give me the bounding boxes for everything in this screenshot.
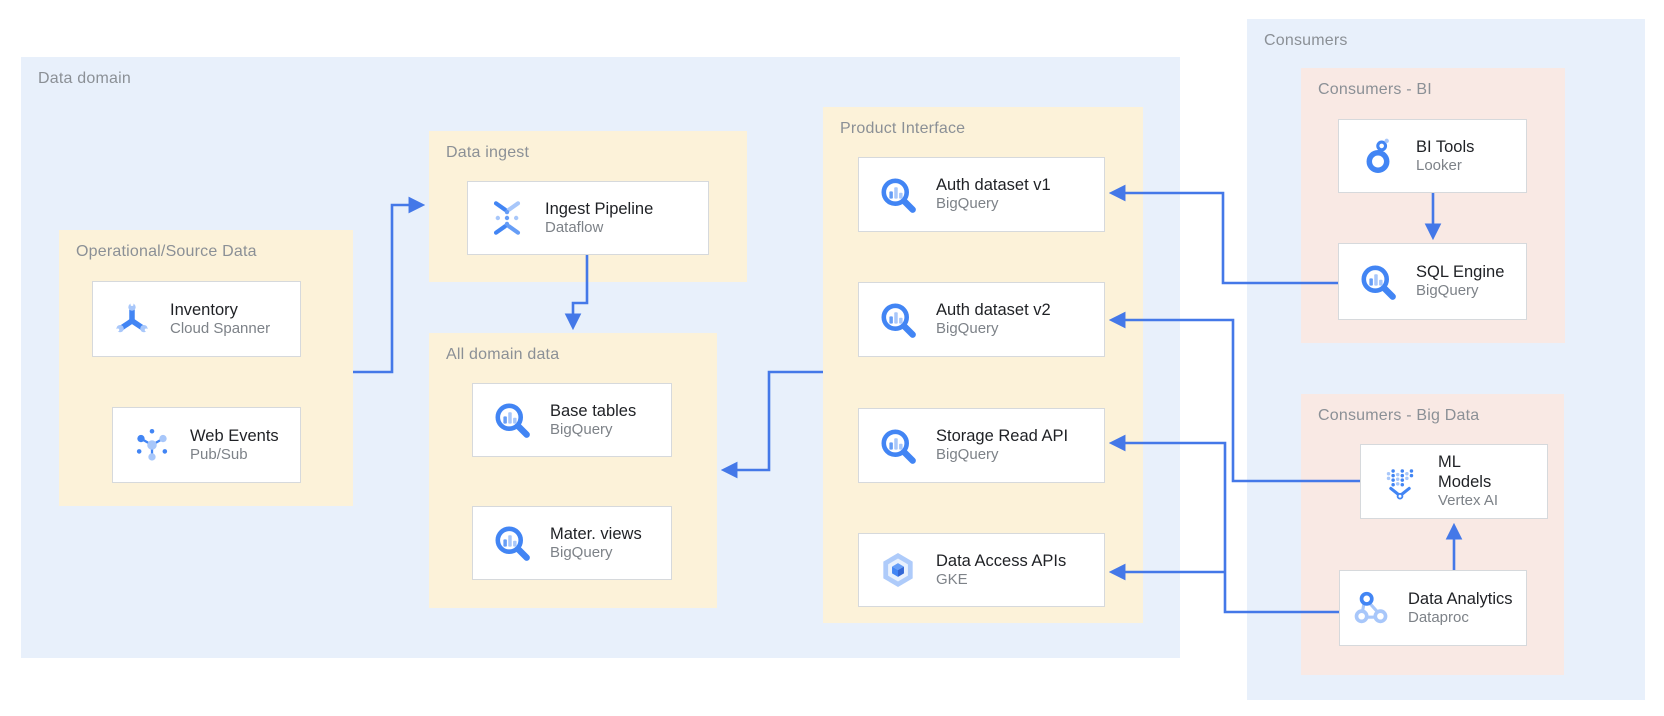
node-subtitle: GKE	[936, 570, 968, 588]
node-title: Web Events	[190, 426, 279, 445]
bigquery-icon	[490, 398, 534, 442]
zone-consumers-bi-label: Consumers - BI	[1318, 81, 1432, 98]
node-title: Ingest Pipeline	[545, 199, 654, 218]
node-title: Mater. views	[550, 524, 642, 543]
dataproc-icon	[1352, 586, 1396, 630]
node-title: BI Tools	[1416, 137, 1475, 156]
node-inventory: Inventory Cloud Spanner	[92, 281, 301, 357]
node-title: Auth dataset v2	[936, 301, 1051, 320]
node-subtitle: Dataproc	[1408, 608, 1469, 626]
node-subtitle: BigQuery	[550, 543, 613, 561]
node-title: Auth dataset v1	[936, 176, 1051, 195]
node-web-events: Web Events Pub/Sub	[112, 407, 301, 483]
node-subtitle: BigQuery	[550, 420, 613, 438]
node-ingest-pipeline: Ingest Pipeline Dataflow	[467, 181, 709, 255]
vertex-ai-icon	[1378, 460, 1422, 504]
dataflow-icon	[485, 196, 529, 240]
node-base-tables: Base tables BigQuery	[472, 383, 672, 457]
node-subtitle: Dataflow	[545, 218, 604, 236]
node-storage-read-api: Storage Read API BigQuery	[858, 408, 1105, 483]
node-auth-dataset-v1: Auth dataset v1 BigQuery	[858, 157, 1105, 232]
node-title: Storage Read API	[936, 427, 1069, 446]
node-subtitle: Pub/Sub	[190, 445, 248, 463]
node-title: ML Models	[1438, 453, 1492, 492]
node-subtitle: Cloud Spanner	[170, 319, 271, 337]
region-data-domain-label: Data domain	[38, 70, 131, 87]
node-title: Inventory	[170, 300, 238, 319]
node-bi-tools: BI Tools Looker	[1338, 119, 1527, 193]
node-subtitle: BigQuery	[936, 446, 999, 464]
node-title: Base tables	[550, 401, 637, 420]
bigquery-icon	[876, 424, 920, 468]
node-subtitle: BigQuery	[936, 320, 999, 338]
zone-operational-source-data-label: Operational/Source Data	[76, 243, 257, 260]
zone-all-domain-data-label: All domain data	[446, 346, 560, 363]
node-subtitle: BigQuery	[1416, 282, 1479, 300]
node-title: Data Access APIs	[936, 551, 1067, 570]
pubsub-icon	[130, 423, 174, 467]
bigquery-icon	[1356, 260, 1400, 304]
bigquery-icon	[876, 298, 920, 342]
zone-product-interface-label: Product Interface	[840, 120, 966, 137]
looker-icon	[1356, 134, 1400, 178]
node-auth-dataset-v2: Auth dataset v2 BigQuery	[858, 282, 1105, 357]
node-title: Data Analytics	[1408, 589, 1513, 608]
node-ml-models: ML Models Vertex AI	[1360, 444, 1548, 519]
node-title: SQL Engine	[1416, 263, 1505, 282]
bigquery-icon	[876, 173, 920, 217]
node-subtitle: Looker	[1416, 156, 1462, 174]
cloud-spanner-icon	[110, 297, 154, 341]
zone-data-ingest-label: Data ingest	[446, 144, 530, 161]
node-subtitle: BigQuery	[936, 195, 999, 213]
node-subtitle: Vertex AI	[1438, 492, 1499, 510]
node-data-access-apis: Data Access APIs GKE	[858, 533, 1105, 607]
node-data-analytics: Data Analytics Dataproc	[1339, 570, 1527, 646]
region-consumers-label: Consumers	[1264, 32, 1348, 49]
bigquery-icon	[490, 521, 534, 565]
gke-icon	[876, 548, 920, 592]
node-mater-views: Mater. views BigQuery	[472, 506, 672, 580]
zone-consumers-big-data-label: Consumers - Big Data	[1318, 407, 1480, 424]
node-sql-engine: SQL Engine BigQuery	[1338, 243, 1527, 320]
